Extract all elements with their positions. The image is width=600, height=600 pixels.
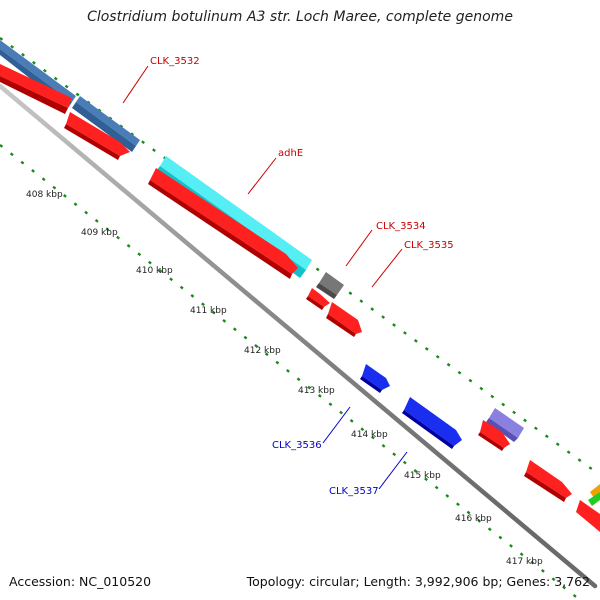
gene-gray[interactable]: [316, 272, 344, 299]
genome-title: Clostridium botulinum A3 str. Loch Maree…: [87, 9, 513, 25]
gene-labels: CLK_3532 adhE CLK_3534 CLK_3535 CLK_3536…: [150, 56, 454, 497]
genome-backbone: [0, 83, 598, 589]
tick-label: 416 kbp: [455, 514, 492, 524]
tick-label: 413 kbp: [298, 386, 335, 396]
edge-gene-slivers: [588, 484, 600, 506]
kbp-tick-labels: 408 kbp 409 kbp 410 kbp 411 kbp 412 kbp …: [26, 190, 543, 567]
inner-tick-ring: [0, 144, 581, 600]
tick-label: 412 kbp: [244, 346, 281, 356]
tick-label: 415 kbp: [404, 471, 441, 481]
gene-purple[interactable]: [486, 408, 524, 442]
label-leaders: [122, 65, 408, 490]
tick-label: 417 kbp: [506, 557, 543, 567]
tick-label: 409 kbp: [81, 228, 118, 238]
gene-label-clk3535: CLK_3535: [404, 240, 454, 251]
genome-summary: Topology: circular; Length: 3,992,906 bp…: [246, 574, 590, 589]
tick-label: 414 kbp: [351, 430, 388, 440]
tick-label: 411 kbp: [190, 306, 227, 316]
gene-label-clk3536: CLK_3536: [272, 440, 322, 451]
gene-label-clk3534: CLK_3534: [376, 221, 426, 232]
gene-label-clk3537: CLK_3537: [329, 486, 379, 497]
gene-label-adhe: adhE: [278, 148, 303, 159]
tick-label: 410 kbp: [136, 266, 173, 276]
gene-steel-2[interactable]: [72, 96, 140, 152]
gene-label-clk3532: CLK_3532: [150, 56, 200, 67]
cds-blue-features: [360, 364, 462, 449]
accession-label: Accession: NC_010520: [9, 574, 152, 589]
tick-label: 408 kbp: [26, 190, 63, 200]
cds-red-features: [0, 64, 600, 532]
